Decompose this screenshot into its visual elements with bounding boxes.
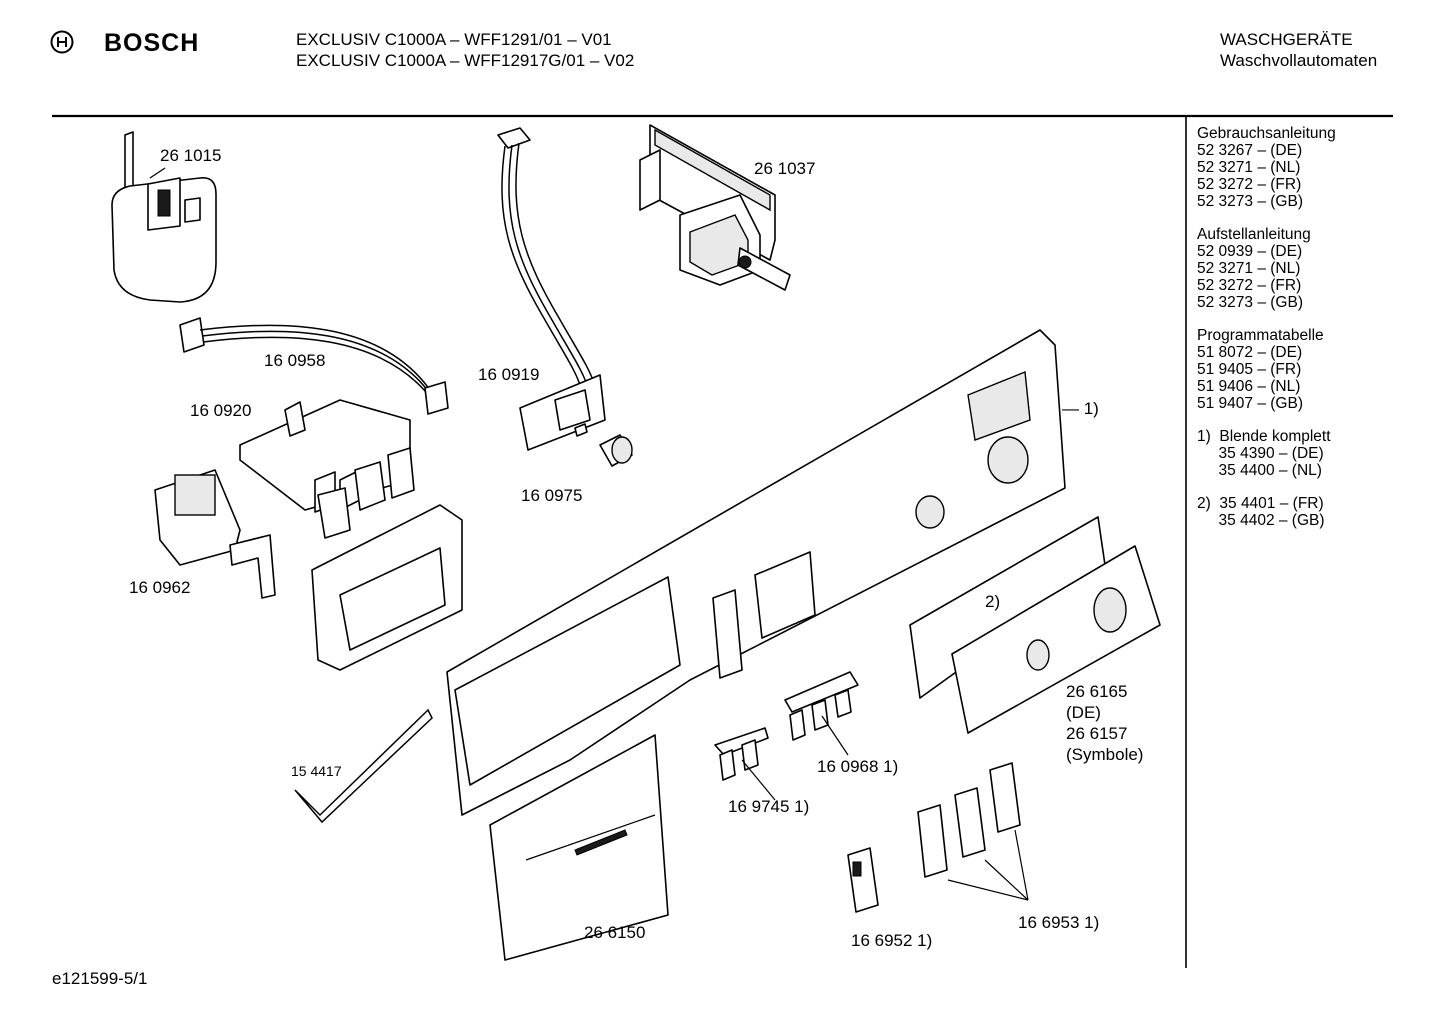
part-160920-switch-block	[239, 399, 415, 539]
part-160968-clips	[784, 671, 859, 756]
label-266157: 26 6157	[1066, 724, 1128, 743]
category-title: WASCHGERÄTE	[1220, 30, 1353, 49]
label-160968: 16 0968 1)	[817, 757, 899, 776]
label-160919: 16 0919	[478, 365, 540, 384]
label-166952: 16 6952 1)	[851, 931, 933, 950]
part-frame-bracket	[311, 504, 463, 671]
label-symbole: (Symbole)	[1066, 745, 1144, 764]
label-266165: 26 6165	[1066, 682, 1128, 701]
part-266165-symbol-panel	[951, 545, 1161, 734]
ref-gebrauchsanleitung: Gebrauchsanleitung 52 3267 – (DE) 52 327…	[1197, 125, 1336, 210]
model-line-2: EXCLUSIV C1000A – WFF12917G/01 – V02	[296, 51, 635, 70]
part-166953-buttons	[917, 762, 1029, 901]
label-de: (DE)	[1066, 703, 1101, 722]
model-line-1: EXCLUSIV C1000A – WFF1291/01 – V01	[296, 30, 612, 49]
part-160919-harness-pcb	[497, 127, 606, 451]
part-266150-drawer-front	[489, 734, 669, 961]
label-160975: 16 0975	[521, 486, 583, 505]
bosch-logo	[50, 30, 74, 59]
part-160962-holder	[154, 469, 276, 599]
ref-other-variants: 2) 35 4401 – (FR) 35 4402 – (GB)	[1197, 495, 1325, 529]
label-2: 2)	[985, 592, 1001, 611]
ref-aufstellanleitung: Aufstellanleitung 52 0939 – (DE) 52 3271…	[1197, 226, 1311, 311]
label-160962: 16 0962	[129, 578, 191, 597]
part-169745-clips	[714, 727, 776, 801]
label-160958: 16 0958	[264, 351, 326, 370]
label-266150: 26 6150	[584, 923, 646, 942]
part-154417-rod	[294, 708, 433, 824]
part-160975-knob	[599, 434, 633, 467]
drawing-code: e121599-5/1	[52, 969, 148, 988]
label-261015: 26 1015	[160, 146, 222, 165]
label-166953: 16 6953 1)	[1018, 913, 1100, 932]
sidebar-references: Gebrauchsanleitung 52 3267 – (DE) 52 327…	[1197, 125, 1336, 545]
part-160958-cable	[179, 317, 449, 415]
ref-programmatabelle: Programmatabelle 51 8072 – (DE) 51 9405 …	[1197, 327, 1324, 412]
part-166952-button	[847, 847, 879, 913]
label-169745: 16 9745 1)	[728, 797, 810, 816]
category-subtitle: Waschvollautomaten	[1220, 51, 1378, 70]
part-261037-selector-module	[639, 124, 791, 291]
label-160920: 16 0920	[190, 401, 252, 420]
brand-name: BOSCH	[104, 29, 200, 57]
part-blende-fascia	[446, 329, 1066, 816]
bosch-armature-icon	[50, 30, 74, 54]
label-261037: 26 1037	[754, 159, 816, 178]
part-261015-suppressor	[111, 131, 217, 303]
label-blende: — 1)	[1062, 399, 1099, 418]
label-154417: 15 4417	[291, 763, 342, 779]
ref-blende-komplett: 1) Blende komplett 35 4390 – (DE) 35 440…	[1197, 428, 1331, 479]
